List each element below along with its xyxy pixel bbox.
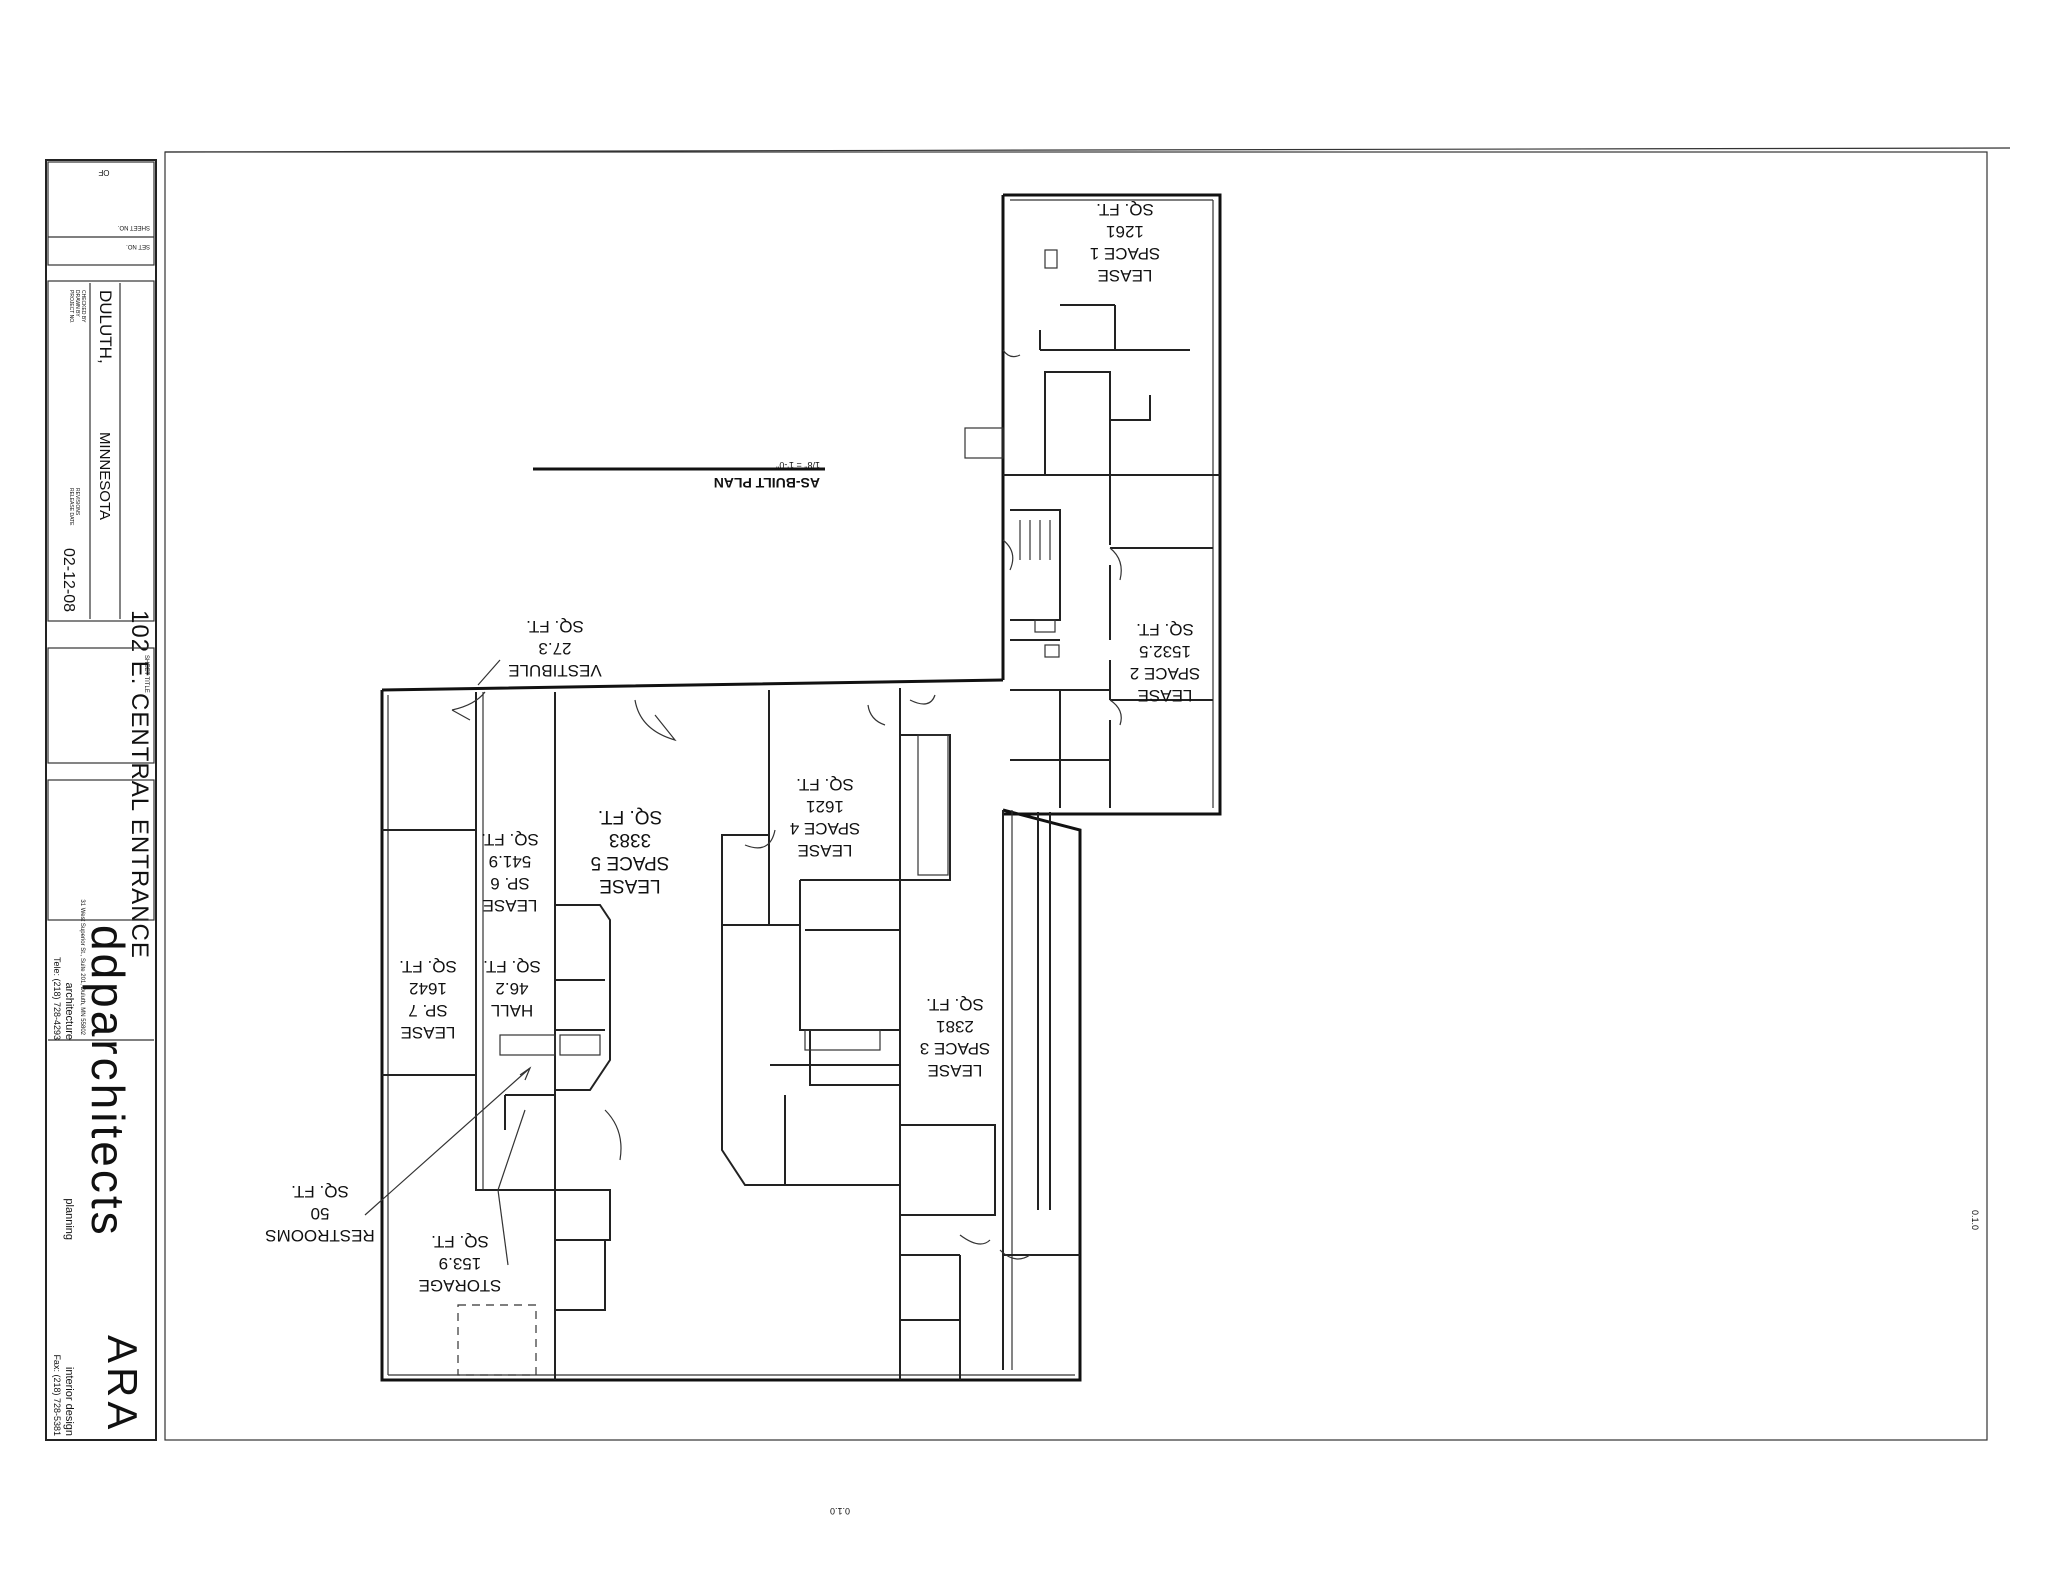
firm-logo: ARA xyxy=(99,1335,146,1433)
storage-l2: 153.9 xyxy=(439,1254,482,1273)
label-lease-sp-6: LEASE SP. 6 541.9 SQ. FT. xyxy=(481,830,539,915)
label-lease-space-4: LEASE SPACE 4 1621 SQ. FT. xyxy=(790,775,861,860)
main-block-wall xyxy=(380,678,1082,1382)
title-block: OF SHEET NO. SET NO. 102 E. CENTRAL ENTR… xyxy=(45,159,157,1441)
label-lease-space-3: LEASE SPACE 3 2381 SQ. FT. xyxy=(920,995,991,1080)
storage-l1: STORAGE xyxy=(419,1276,502,1295)
lease2-l2: SPACE 2 xyxy=(1130,664,1201,683)
project-field-1: PROJECT NO. xyxy=(68,290,74,324)
sheet-number-box: OF SHEET NO. SET NO. xyxy=(47,161,155,266)
sp7-l4: SQ. FT. xyxy=(399,957,457,976)
project-field-3: CHECKED BY xyxy=(80,290,86,323)
hall-l3: SQ. FT. xyxy=(483,957,541,976)
sp6-l1: LEASE xyxy=(483,896,538,915)
north-wing-wall xyxy=(1001,193,1222,816)
label-lease-sp-7: LEASE SP. 7 1642 SQ. FT. xyxy=(399,957,457,1042)
sheet-no-label: SHEET NO. xyxy=(117,224,150,230)
lease1-l4: SQ. FT. xyxy=(1096,200,1154,219)
firm-box: ddparchitects 31 West Superior St., Suit… xyxy=(48,899,154,1436)
vestibule-l3: SQ. FT. xyxy=(526,617,584,636)
title-block-frame xyxy=(45,159,157,1441)
bottom-mark: 0.1.0 xyxy=(830,1506,850,1516)
project-field-2: DRAWN BY xyxy=(74,290,80,317)
lease4-l3: 1621 xyxy=(806,797,844,816)
lease2-l4: SQ. FT. xyxy=(1136,620,1194,639)
plan-title: AS-BUILT PLAN xyxy=(714,475,820,491)
lease4-l2: SPACE 4 xyxy=(790,819,861,838)
plan-title-group: AS-BUILT PLAN 1/8" = 1'-0" xyxy=(533,460,825,491)
hall-l2: 46.2 xyxy=(495,979,528,998)
sheet-title-label: SHEET TITLE xyxy=(143,655,149,693)
lease5-l1: LEASE xyxy=(599,875,660,896)
storage-l3: SQ. FT. xyxy=(431,1232,489,1251)
label-lease-space-1: LEASE SPACE 1 1261 SQ. FT. xyxy=(1090,200,1161,285)
vestibule-l2: 27.3 xyxy=(538,639,571,658)
label-lease-space-2: LEASE SPACE 2 1532.5 SQ. FT. xyxy=(1130,620,1201,705)
plan-scale: 1/8" = 1'-0" xyxy=(776,460,820,470)
lease3-l4: SQ. FT. xyxy=(926,995,984,1014)
of-label: OF xyxy=(98,168,109,177)
release-field-2: REVISIONS xyxy=(74,488,80,516)
project-state: MINNESOTA xyxy=(96,432,113,520)
firm-discipline-planning: planning xyxy=(63,1198,75,1240)
hall-l1: HALL xyxy=(491,1001,534,1020)
restrooms-l3: SQ. FT. xyxy=(291,1182,349,1201)
lease4-l1: LEASE xyxy=(798,841,853,860)
lease5-l4: SQ. FT. xyxy=(598,806,662,827)
restrooms-l1: RESTROOMS xyxy=(265,1226,375,1245)
label-hall: HALL 46.2 SQ. FT. xyxy=(483,957,541,1020)
label-vestibule: VESTIBULE 27.3 SQ. FT. xyxy=(508,617,602,680)
restrooms-l2: 50 xyxy=(311,1204,330,1223)
side-mark: 0.1.0 xyxy=(1970,1210,1980,1230)
lease5-l2: SPACE 5 xyxy=(591,852,670,873)
project-address: 102 E. CENTRAL ENTRANCE xyxy=(126,610,153,959)
drawing-border xyxy=(164,151,1988,1441)
project-city: DULUTH, xyxy=(96,290,115,364)
firm-tele: Tele: (218) 728-4293 xyxy=(52,957,62,1040)
firm-address: 31 West Superior St., Suite 201, Duluth,… xyxy=(79,899,85,1035)
room-labels: LEASE SPACE 1 1261 SQ. FT. LEASE SPACE 2… xyxy=(265,200,1200,1295)
sheet-title-box: SHEET TITLE xyxy=(47,647,155,764)
stamp-box xyxy=(47,779,155,921)
sp7-l1: LEASE xyxy=(401,1023,456,1042)
release-date: 02-12-08 xyxy=(60,548,77,612)
lease1-l3: 1261 xyxy=(1106,222,1144,241)
lease2-l3: 1532.5 xyxy=(1139,642,1191,661)
sp6-l3: 541.9 xyxy=(489,852,532,871)
lease3-l1: LEASE xyxy=(928,1061,983,1080)
firm-discipline-interior: interior design xyxy=(63,1367,75,1436)
sp7-l2: SP. 7 xyxy=(408,1001,447,1020)
sp7-l3: 1642 xyxy=(409,979,447,998)
lease1-l1: LEASE xyxy=(1098,266,1153,285)
sp6-l4: SQ. FT. xyxy=(481,830,539,849)
sp6-l2: SP. 6 xyxy=(490,874,529,893)
label-storage: STORAGE 153.9 SQ. FT. xyxy=(419,1232,502,1295)
lease5-l3: 3383 xyxy=(609,829,651,850)
vestibule-l1: VESTIBULE xyxy=(508,661,602,680)
label-restrooms: RESTROOMS 50 SQ. FT. xyxy=(265,1182,375,1245)
firm-discipline-architecture: architecture xyxy=(63,983,75,1040)
floor-plan xyxy=(364,193,1222,1382)
lease2-l1: LEASE xyxy=(1138,686,1193,705)
release-field-1: RELEASE DATE xyxy=(68,488,74,526)
firm-fax: Fax: (218) 728-5381 xyxy=(52,1354,62,1436)
firm-name: ddparchitects xyxy=(82,925,134,1238)
label-lease-space-5: LEASE SPACE 5 3383 SQ. FT. xyxy=(591,806,670,896)
project-box: 102 E. CENTRAL ENTRANCE DULUTH, MINNESOT… xyxy=(47,280,155,959)
lease3-l3: 2381 xyxy=(936,1017,974,1036)
lease1-l2: SPACE 1 xyxy=(1090,244,1161,263)
lease3-l2: SPACE 3 xyxy=(920,1039,991,1058)
lease4-l4: SQ. FT. xyxy=(796,775,854,794)
set-no-label: SET NO. xyxy=(126,243,150,249)
